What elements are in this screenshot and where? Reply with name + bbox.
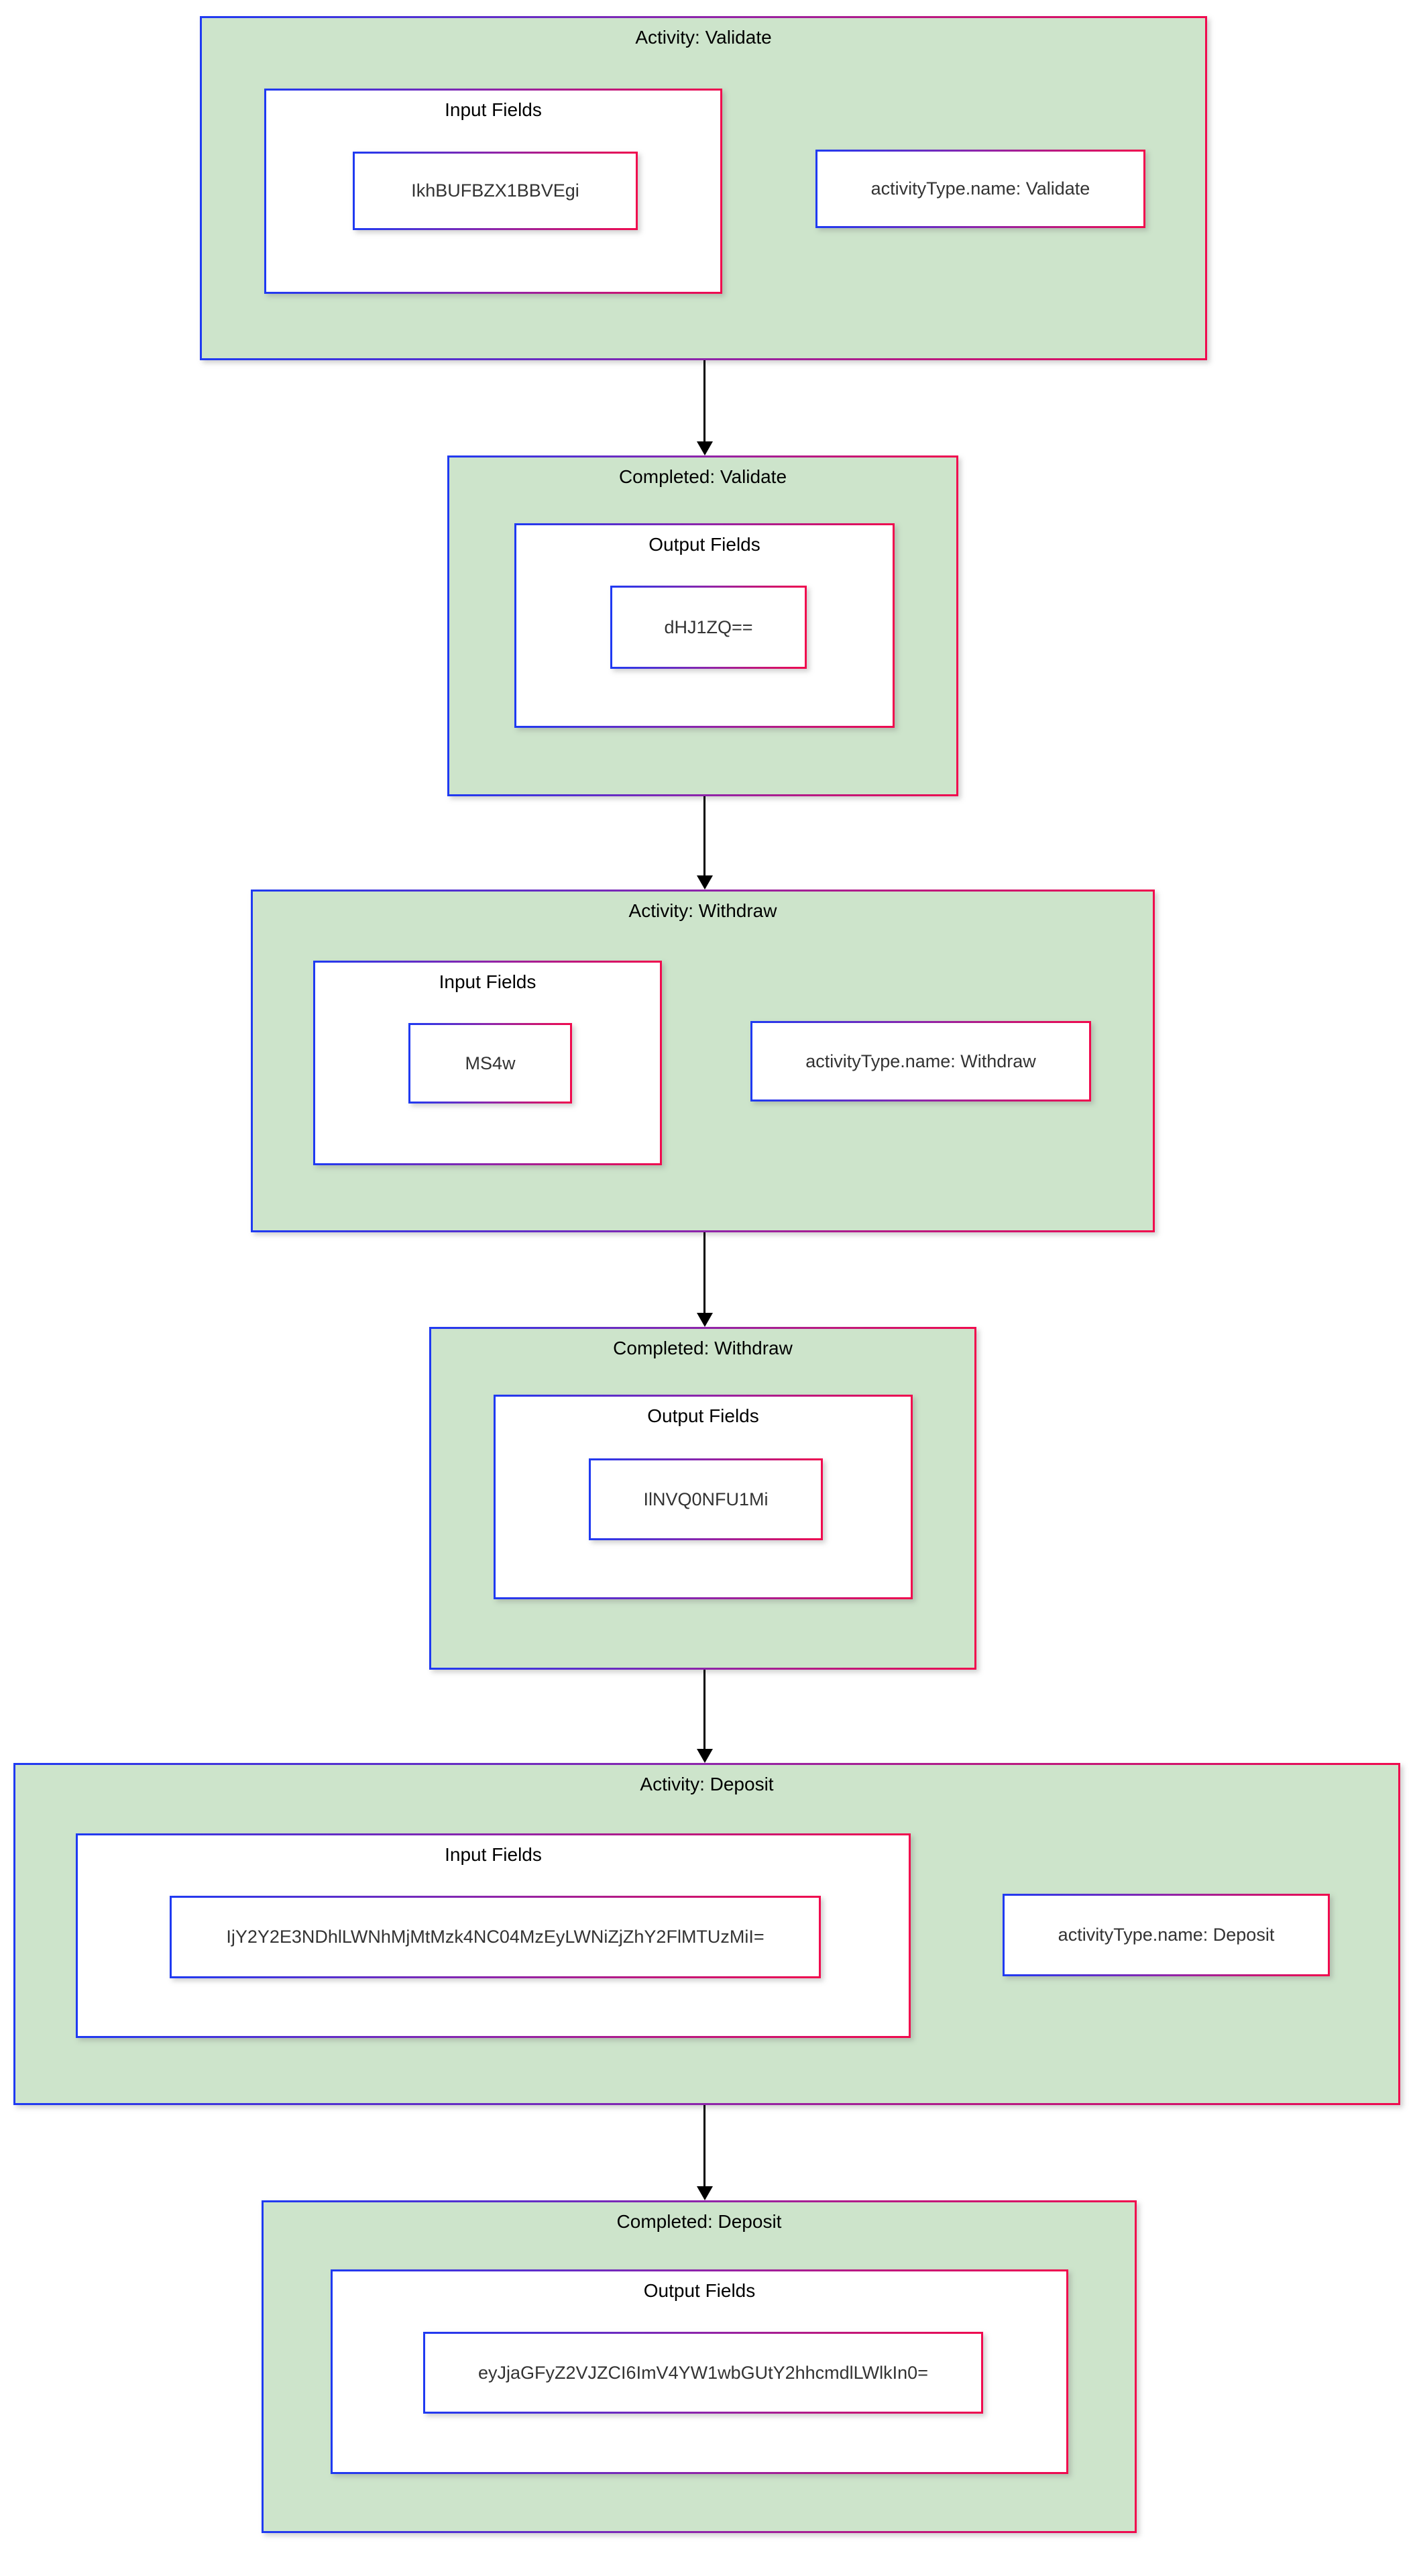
output-fields-group: Output Fields eyJjaGFyZ2VJZCI6ImV4YW1wbG…: [331, 2269, 1068, 2474]
arrowhead-icon: [696, 441, 713, 455]
subgraph-title: Completed: Validate: [618, 466, 787, 487]
flow-arrow: [696, 796, 713, 890]
flow-arrow: [696, 2105, 713, 2200]
token-node: eyJjaGFyZ2VJZCI6ImV4YW1wbGUtY2hhcmdlLWlk…: [423, 2332, 983, 2414]
token-node: IkhBUFBZX1BBVEgi: [353, 152, 638, 230]
input-fields-group: Input Fields MS4w: [313, 961, 662, 1165]
subgraph-completed-validate: Completed: Validate Output Fields dHJ1ZQ…: [447, 455, 958, 796]
subgraph-title: Activity: Validate: [635, 27, 772, 48]
subgraph-activity-deposit: Activity: Deposit Input Fields IjY2Y2E3N…: [13, 1763, 1400, 2105]
activity-type-node: activityType.name: Withdraw: [750, 1021, 1091, 1102]
subgraph-activity-withdraw: Activity: Withdraw Input Fields MS4w act…: [251, 890, 1155, 1232]
group-label: Output Fields: [643, 2280, 756, 2301]
activity-type-node: activityType.name: Validate: [815, 150, 1145, 228]
subgraph-completed-deposit: Completed: Deposit Output Fields eyJjaGF…: [262, 2200, 1137, 2533]
arrowhead-icon: [696, 1313, 713, 1327]
group-label: Input Fields: [439, 971, 536, 992]
subgraph-title: Activity: Deposit: [640, 1774, 774, 1794]
flow-arrow: [696, 360, 713, 455]
group-label: Input Fields: [445, 99, 542, 120]
flow-arrow: [696, 1670, 713, 1763]
output-fields-group: Output Fields IlNVQ0NFU1Mi: [494, 1395, 913, 1599]
input-fields-group: Input Fields IjY2Y2E3NDhlLWNhMjMtMzk4NC0…: [76, 1833, 911, 2038]
subgraph-completed-withdraw: Completed: Withdraw Output Fields IlNVQ0…: [429, 1327, 976, 1670]
token-node: dHJ1ZQ==: [610, 586, 807, 669]
token-node: MS4w: [408, 1023, 572, 1104]
flow-arrow: [696, 1232, 713, 1327]
arrowhead-icon: [696, 875, 713, 890]
subgraph-title: Completed: Withdraw: [613, 1338, 793, 1358]
arrowhead-icon: [696, 1749, 713, 1763]
subgraph-title: Completed: Deposit: [616, 2211, 782, 2232]
activity-type-node: activityType.name: Deposit: [1003, 1894, 1330, 1976]
token-node: IlNVQ0NFU1Mi: [589, 1458, 823, 1540]
group-label: Input Fields: [445, 1844, 542, 1865]
group-label: Output Fields: [648, 534, 760, 555]
subgraph-title: Activity: Withdraw: [628, 900, 777, 921]
group-label: Output Fields: [647, 1405, 759, 1426]
arrowhead-icon: [696, 2186, 713, 2200]
input-fields-group: Input Fields IkhBUFBZX1BBVEgi: [264, 89, 722, 294]
subgraph-activity-validate: Activity: Validate Input Fields IkhBUFBZ…: [200, 16, 1207, 360]
output-fields-group: Output Fields dHJ1ZQ==: [514, 523, 895, 728]
token-node: IjY2Y2E3NDhlLWNhMjMtMzk4NC04MzEyLWNiZjZh…: [170, 1896, 821, 1978]
